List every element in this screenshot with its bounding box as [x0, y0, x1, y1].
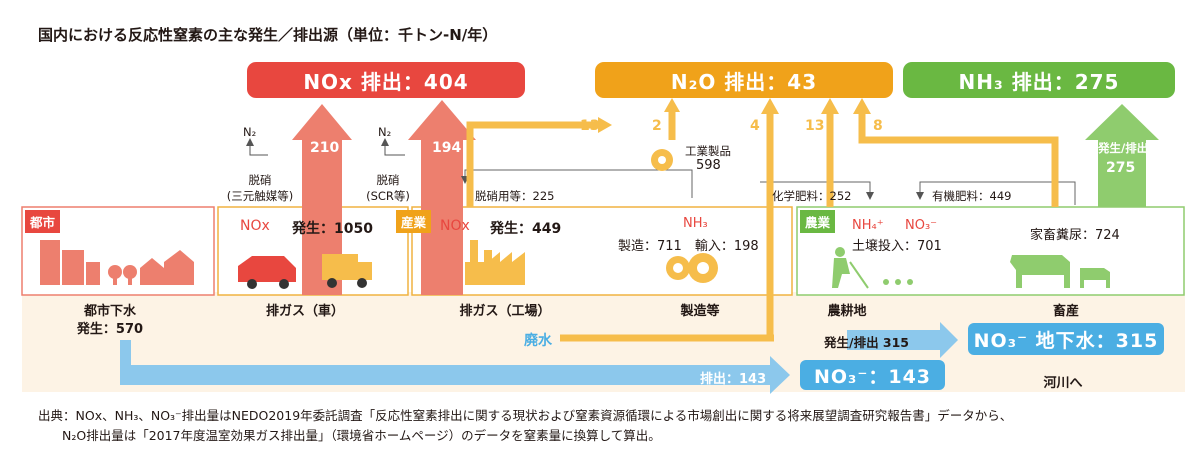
denitr-b-label: 脱硝 — [376, 173, 400, 187]
agri-no3-label: NO₃⁻ — [905, 218, 938, 233]
river-flow-label: 排出：143 — [700, 372, 767, 387]
denitr-a-label: 脱硝 — [248, 173, 272, 187]
farmland-label: 農耕地 — [827, 304, 867, 319]
flow-value-4: 4 — [750, 118, 760, 134]
industrial-products-value: 598 — [696, 158, 721, 173]
industrial-products-label: 工業製品 — [685, 144, 731, 158]
car-generation: 発生：1050 — [292, 221, 373, 237]
factory-generation: 発生：449 — [490, 221, 562, 237]
chemical-fertilizer-label: 化学肥料：252 — [772, 189, 852, 203]
nox-emission-box: NOx 排出：404 — [247, 62, 525, 98]
car-exhaust-label: 排ガス（車） — [265, 304, 344, 319]
industry-tag: 産業 — [396, 210, 432, 233]
factory-icon — [465, 240, 525, 285]
gear-icon — [651, 149, 718, 283]
denitr-use-label: 脱硝用等：225 — [475, 189, 555, 203]
factory-nox-label: NOx — [440, 218, 470, 234]
river-arrow — [120, 340, 790, 394]
city-tag: 都市 — [25, 210, 61, 233]
truck-icon — [322, 254, 372, 288]
diagram-title: 国内における反応性窒素の主な発生／排出源（単位：千トン-N/年） — [38, 26, 498, 44]
nox-car-arrow — [292, 104, 352, 295]
flow-value-13a: 13 — [580, 118, 600, 134]
cattle-icon — [1010, 255, 1110, 288]
waste-water-label: 廃水 — [524, 333, 552, 349]
denitr-a-method: (三元触媒等) — [226, 189, 294, 203]
nh3-label: NH₃ — [683, 216, 708, 231]
soil-input-label: 土壌投入：701 — [852, 239, 942, 254]
city-sewage-label: 都市下水 — [83, 304, 136, 319]
flow-value-275: 275 — [1106, 160, 1136, 176]
car-nox-label: NOx — [240, 218, 270, 234]
nh3-detail: 製造：711 輸入：198 — [618, 239, 759, 254]
farmer-icon — [832, 247, 913, 289]
agriculture-tag: 農業 — [800, 210, 836, 233]
groundwater-no3-box: NO₃⁻ 地下水：315 — [968, 323, 1164, 355]
manure-label: 家畜糞尿：724 — [1030, 228, 1120, 243]
livestock-label: 畜産 — [1052, 304, 1079, 319]
denitr-b-method: (SCR等) — [366, 189, 410, 203]
nox-factory-arrow — [408, 100, 476, 295]
groundwater-arrow — [847, 322, 958, 358]
flow-value-13b: 13 — [805, 118, 825, 134]
n2-label-b: N₂ — [378, 125, 392, 139]
factory-exhaust-label: 排ガス（工場） — [459, 304, 551, 319]
river-no3-box: NO₃⁻：143 — [800, 360, 945, 390]
flow-value-210: 210 — [310, 140, 340, 156]
footnote-line-1: 出典：NOx、NH₃、NO₃⁻排出量はNEDO2019年委託調査「反応性窒素排出… — [38, 408, 1013, 423]
n2o-emission-box: N₂O 排出：43 — [595, 62, 893, 98]
nh3-arrow — [1085, 104, 1159, 207]
n2-label-a: N₂ — [243, 125, 257, 139]
flow-value-8: 8 — [873, 118, 883, 134]
to-river-label: 河川へ — [1043, 376, 1083, 391]
manufacturing-label: 製造等 — [680, 304, 720, 319]
nh3-emission-box: NH₃ 排出：275 — [903, 62, 1175, 98]
agri-nh4-label: NH₄⁺ — [852, 218, 884, 233]
footnote-line-2: N₂O排出量は「2017年度温室効果ガス排出量」（環境省ホームページ）のデータを… — [62, 428, 661, 443]
agri-box — [796, 206, 1185, 296]
flow-value-2: 2 — [652, 118, 662, 134]
car-icon — [238, 256, 296, 289]
nh3-flow-label: 発生/排出 — [1098, 141, 1149, 155]
organic-fertilizer-label: 有機肥料：449 — [932, 189, 1012, 203]
flow-value-194: 194 — [432, 140, 462, 156]
city-sewage-generation: 発生：570 — [76, 322, 144, 337]
city-buildings-icon — [40, 240, 194, 285]
groundwater-flow-label: 発生/排出 315 — [824, 335, 910, 350]
